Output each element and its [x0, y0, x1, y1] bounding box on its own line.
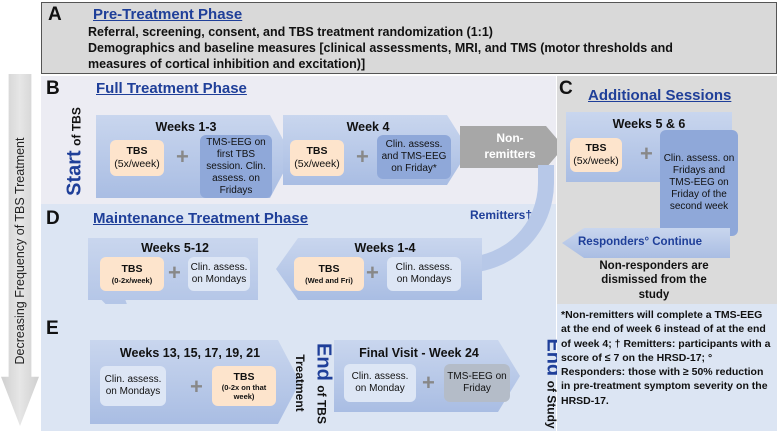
- non-responders-label: Non-responders are dismissed from the st…: [599, 260, 709, 301]
- plus-icon: +: [422, 370, 435, 395]
- clin-assess-weeks-5-12: Clin. assess. on Mondays: [188, 257, 250, 291]
- panel-b-title: Full Treatment Phase: [96, 80, 247, 97]
- footnote-text: *Non-remitters will complete a TMS-EEG a…: [561, 309, 771, 407]
- plus-icon: +: [176, 144, 189, 169]
- responders-arrow: [562, 228, 730, 258]
- plus-icon: +: [640, 141, 653, 166]
- panel-a: [41, 2, 777, 74]
- footnote-panel: [557, 304, 777, 431]
- panel-e-letter: E: [46, 318, 59, 339]
- weeks-5-6-label: Weeks 5 & 6: [612, 117, 686, 131]
- plus-icon: +: [168, 260, 181, 285]
- weeks-1-4-label: Weeks 1-4: [354, 241, 416, 255]
- plus-icon: +: [366, 260, 379, 285]
- tms-eeg-final: TMS-EEG on Friday: [444, 364, 510, 402]
- non-remitters-label: Non- remitters: [484, 131, 536, 162]
- panel-b-letter: B: [46, 78, 60, 99]
- tbs-weeks-13-21: TBS (0-2x on that week): [212, 366, 276, 406]
- tbs-weeks-5-6: TBS (5x/week): [570, 138, 622, 172]
- responders-label: Responders° Continue: [578, 236, 703, 248]
- panel-a-line3: measures of cortical inhibition and exci…: [88, 57, 366, 71]
- plus-icon: +: [190, 374, 203, 399]
- tbs-weeks-1-4: TBS (Wed and Fri): [294, 257, 364, 291]
- panel-c-title: Additional Sessions: [588, 87, 732, 104]
- panel-a-title: Pre-Treatment Phase: [93, 6, 243, 23]
- non-remitters-arrow: [460, 126, 564, 168]
- end-line2: Treatment: [293, 354, 307, 412]
- panel-a-line1: Referral, screening, consent, and TBS tr…: [88, 25, 493, 39]
- clin-assess-weeks-13-21: Clin. assess. on Mondays: [100, 366, 166, 406]
- panel-a-line2: Demographics and baseline measures [clin…: [88, 41, 673, 55]
- panel-a-letter: A: [48, 4, 62, 25]
- end-of-tbs-label: End of TBS: [312, 343, 335, 424]
- start-small: of TBS: [69, 107, 84, 146]
- clin-assess-weeks-1-4: Clin. assess. on Mondays: [387, 257, 461, 291]
- week-4-label: Week 4: [346, 120, 390, 134]
- panel-d-title: Maintenance Treatment Phase: [93, 210, 309, 227]
- clin-assess-weeks-5-6: Clin. assess. on Fridays and TMS-EEG on …: [660, 130, 738, 236]
- panel-d-letter: D: [46, 208, 60, 229]
- panel-c-letter: C: [559, 78, 573, 99]
- tbs-weeks-5-12: TBS (0-2x/week): [100, 257, 164, 291]
- tbs-week-4: TBS (5x/week): [290, 140, 344, 176]
- clin-assess-week-4: Clin. assess. and TMS-EEG on Friday*: [377, 135, 451, 179]
- clin-assess-final: Clin. assess. on Monday: [344, 364, 416, 402]
- weeks-1-3-label: Weeks 1-3: [155, 120, 217, 134]
- tbs-weeks-1-3: TBS (5x/week): [110, 140, 164, 176]
- start-big: Start: [63, 150, 86, 196]
- tms-eeg-first-session: TMS-EEG on first TBS session. Clin. asse…: [200, 135, 272, 198]
- weeks-13-21-label: Weeks 13, 15, 17, 19, 21: [119, 346, 261, 360]
- plus-icon: +: [356, 144, 369, 169]
- start-of-tbs-label: Start of TBS: [64, 97, 87, 207]
- final-visit-label: Final Visit - Week 24: [359, 346, 479, 360]
- weeks-5-12-label: Weeks 5-12: [141, 241, 209, 255]
- decreasing-frequency-label: Decreasing Frequency of TBS Treatment: [13, 137, 27, 365]
